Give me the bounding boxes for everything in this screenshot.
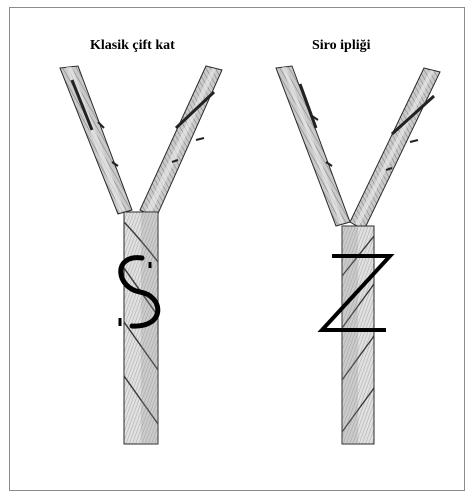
classic-right-input-strand <box>140 66 222 218</box>
siro-left-input-strand <box>276 66 350 226</box>
siro-yarn <box>276 66 440 444</box>
classic-left-input-strand <box>60 66 132 214</box>
siro-right-input-strand <box>350 68 440 230</box>
classic-ply-yarn <box>60 66 222 444</box>
siro-plied-body <box>342 226 374 444</box>
